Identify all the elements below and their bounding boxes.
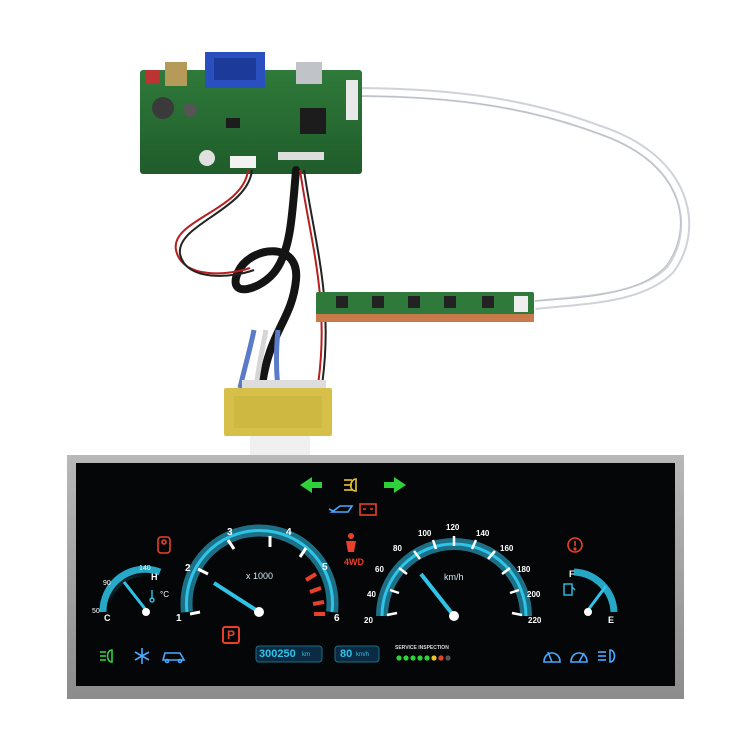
temperature-gauge (95, 562, 163, 616)
speed-box (334, 645, 380, 663)
temperature-needle (122, 581, 148, 611)
fuel-gauge (573, 568, 618, 616)
tachometer-needle (212, 581, 261, 614)
wiper-icon (543, 651, 561, 663)
odometer-box (255, 645, 323, 663)
ribbon-cable (351, 87, 691, 310)
lvds-cables (174, 166, 327, 389)
park-indicator-box (222, 626, 240, 644)
snowflake-icon (134, 648, 150, 664)
seat-icon (157, 536, 171, 554)
speedometer-needle (419, 572, 456, 618)
washer-icon (570, 652, 588, 663)
car-icon (161, 652, 186, 664)
speedometer-gauge (376, 536, 532, 621)
fog-light-icon (100, 649, 113, 663)
service-indicator-lights (396, 655, 451, 661)
high-beam-icon (598, 649, 616, 663)
seatbelt-icon (346, 533, 356, 552)
fuel-pump-icon (563, 583, 576, 596)
controller-board (140, 52, 362, 174)
tachometer-gauge (180, 524, 339, 617)
left-arrow-icon (300, 477, 322, 493)
fuel-needle (586, 585, 608, 611)
headlight-icon (344, 478, 357, 492)
thermometer-icon (149, 590, 155, 603)
brake-warning-icon (567, 537, 583, 553)
battery-icon (359, 503, 377, 516)
right-arrow-icon (384, 477, 406, 493)
button-board (316, 292, 534, 322)
oil-pressure-icon (328, 505, 354, 513)
